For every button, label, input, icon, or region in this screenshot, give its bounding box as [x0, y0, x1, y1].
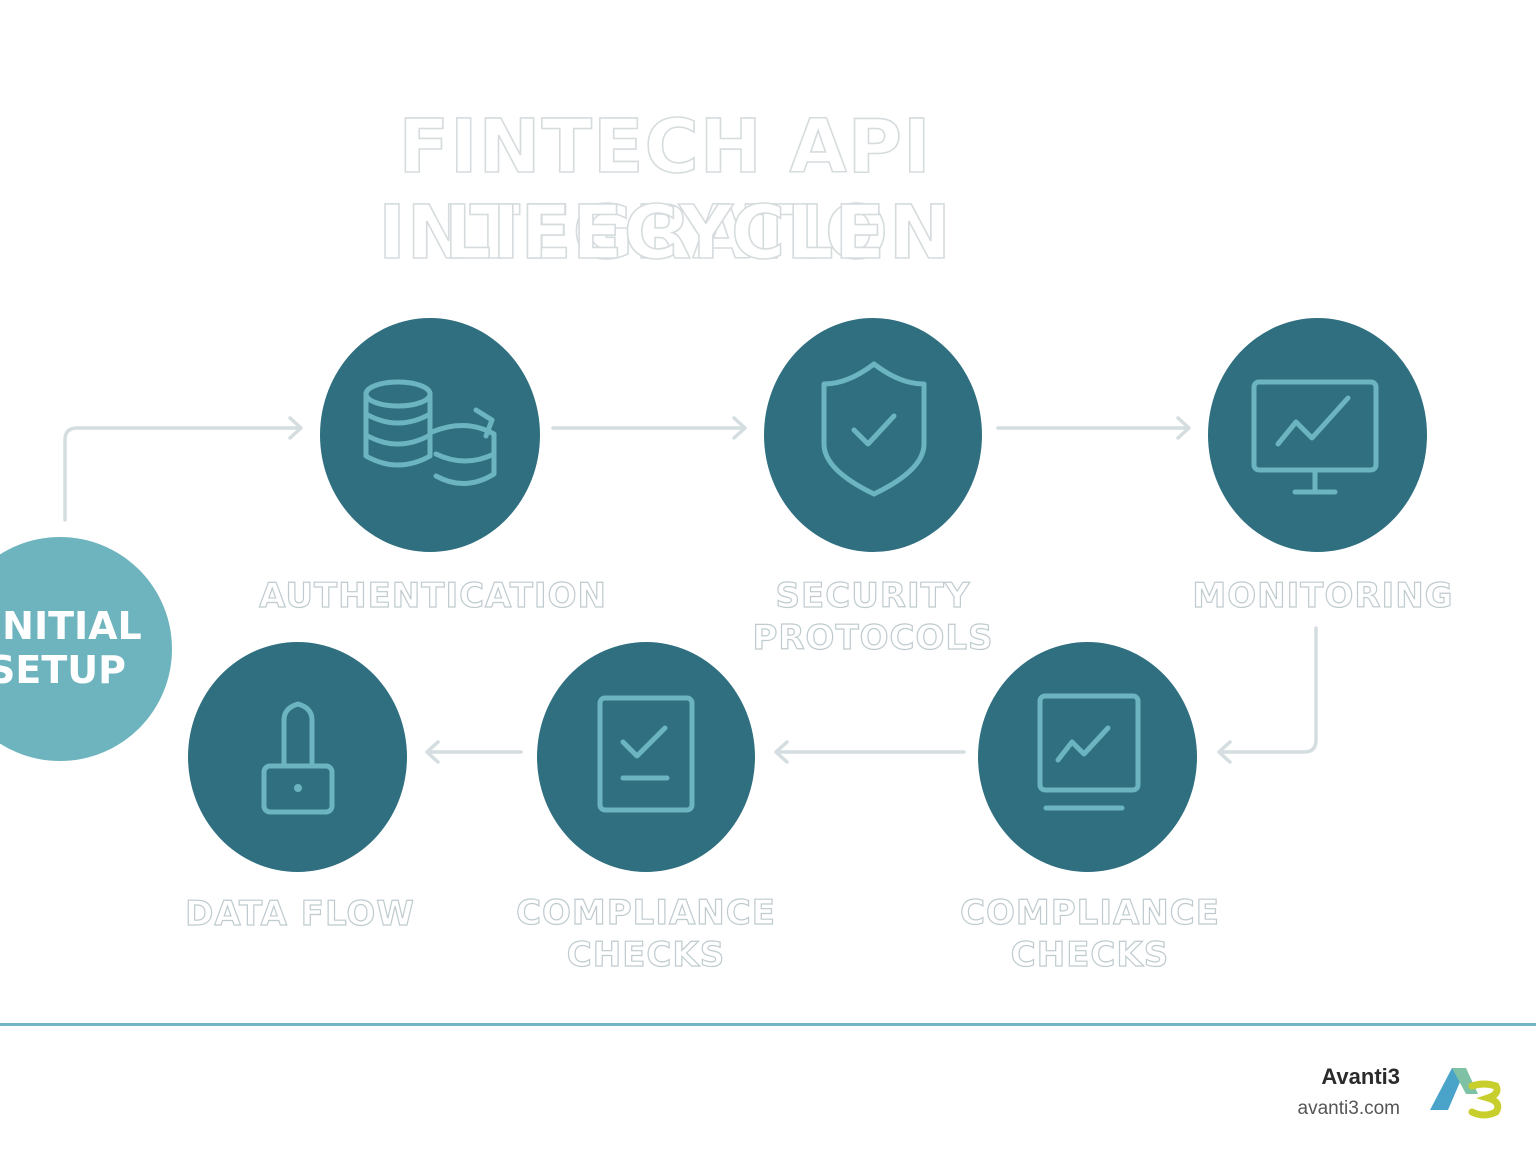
diagram-title-line-2: LIFECYCLE: [443, 189, 887, 277]
security-protocols-label-line-1: SECURITY: [775, 575, 971, 616]
database-sync-icon: [363, 379, 497, 487]
compliance-checks-right-node: [978, 642, 1197, 872]
monitoring-node: [1208, 318, 1427, 552]
lock-icon: [261, 701, 335, 815]
data-flow-node: [188, 642, 407, 872]
authentication-label-line-1: AUTHENTICATION: [258, 575, 607, 616]
brand-name: Avanti3: [1321, 1064, 1400, 1089]
data-flow-label: DATA FLOW: [150, 893, 450, 935]
compliance-checks-right-label-line-1: COMPLIANCE: [959, 892, 1220, 933]
initial-setup-label-line-2: SETUP: [0, 648, 126, 692]
connector-start-to-authentication: [63, 426, 302, 522]
monitoring-label-line-1: MONITORING: [1192, 575, 1454, 616]
brand-url: avanti3.com: [1297, 1098, 1400, 1119]
compliance-checks-left-label: COMPLIANCE CHECKS: [481, 892, 811, 976]
compliance-checks-left-label-line-2: CHECKS: [566, 934, 726, 975]
arrowhead-compliance-left: [774, 740, 789, 764]
screen-chart-icon: [1037, 693, 1141, 811]
security-protocols-node: [764, 318, 982, 552]
monitor-chart-icon: [1251, 379, 1379, 495]
document-check-icon: [597, 695, 695, 813]
authentication-label: AUTHENTICATION: [238, 575, 628, 617]
arrowhead-security: [732, 416, 747, 440]
shield-check-icon: [821, 361, 927, 497]
connector-monitoring-to-compliance-right: [1218, 626, 1318, 754]
arrowhead-compliance-right: [1217, 740, 1232, 764]
initial-setup-label-line-1: INITIAL: [0, 604, 142, 648]
monitoring-label: MONITORING: [1168, 575, 1478, 617]
compliance-checks-right-label: COMPLIANCE CHECKS: [925, 892, 1255, 976]
compliance-checks-left-node: [537, 642, 755, 872]
initial-setup-node: [0, 537, 172, 761]
arrowhead-authentication: [288, 416, 303, 440]
compliance-checks-right-label-line-2: CHECKS: [1010, 934, 1170, 975]
data-flow-label-line-1: DATA FLOW: [185, 893, 415, 934]
initial-setup-label: INITIAL SETUP: [0, 604, 160, 692]
compliance-checks-left-label-line-1: COMPLIANCE: [515, 892, 776, 933]
security-protocols-label-line-2: PROTOCOLS: [752, 617, 994, 658]
footer-divider: [0, 1023, 1536, 1026]
arrowhead-monitoring: [1176, 416, 1191, 440]
arrowhead-data-flow: [425, 740, 440, 764]
authentication-node: [320, 318, 540, 552]
security-protocols-label: SECURITY PROTOCOLS: [700, 575, 1046, 659]
avanti3-logo-icon: [1430, 1068, 1502, 1119]
diagram-title-line-1: FINTECH API INTEGRATION: [377, 103, 952, 277]
